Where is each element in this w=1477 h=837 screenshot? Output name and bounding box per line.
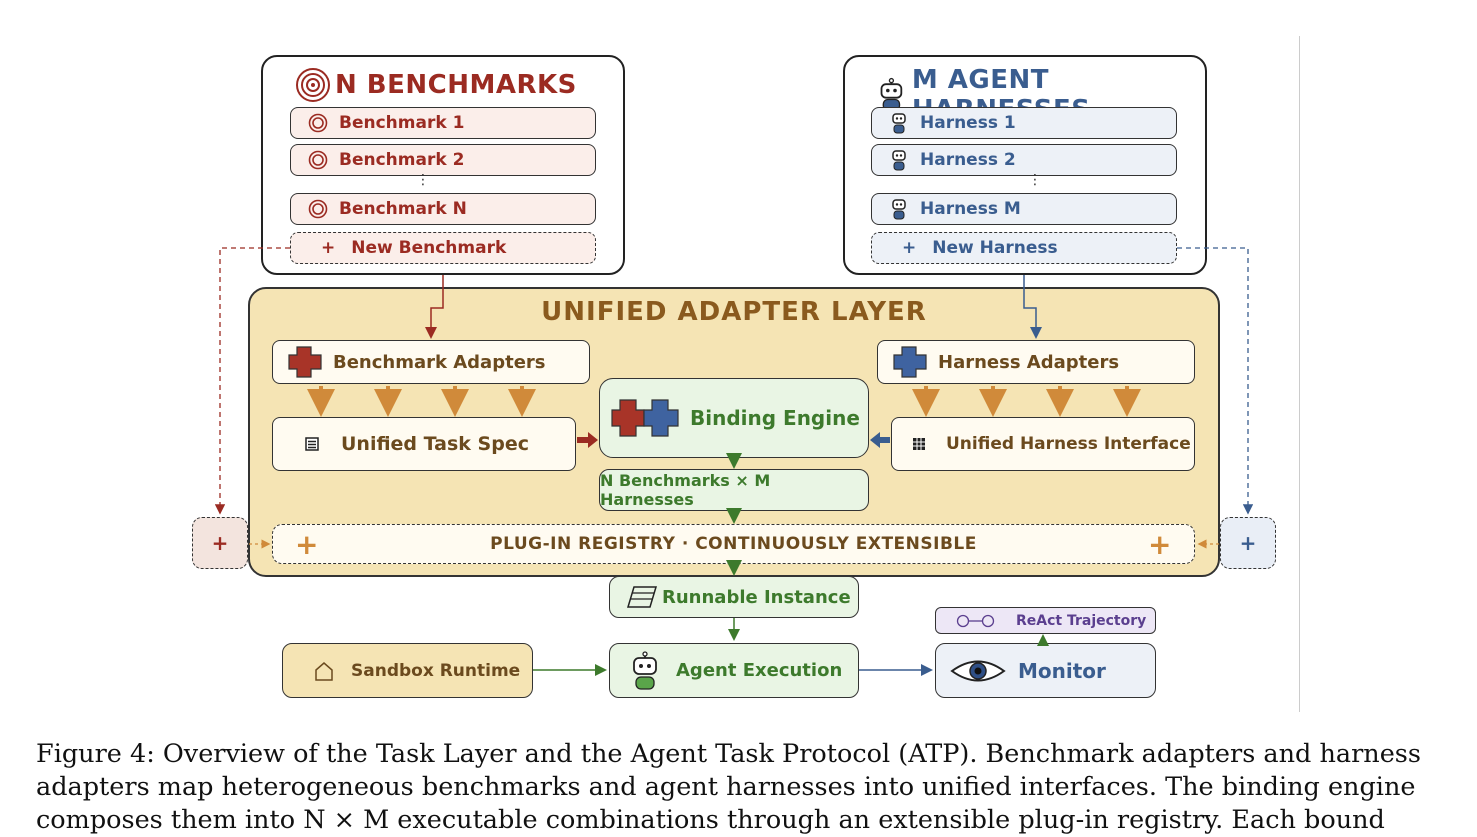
- new-benchmark-label: New Benchmark: [351, 238, 507, 258]
- caption-line: Figure 4: Overview of the Task Layer and…: [36, 739, 1421, 769]
- benchmark-label: Benchmark N: [339, 199, 467, 219]
- figure-caption: Figure 4: Overview of the Task Layer and…: [36, 738, 1441, 837]
- new-benchmark-path: [214, 247, 290, 515]
- robot-icon: [888, 148, 910, 172]
- benchmark-plugin-slot[interactable]: +: [192, 517, 248, 569]
- benchmark-adapter-arrows: [307, 386, 536, 417]
- benchmark-item[interactable]: Benchmark 2: [290, 144, 596, 176]
- chain-icon: [956, 614, 995, 627]
- benchmark-label: Benchmark 2: [339, 150, 465, 170]
- page-margin-rule: [1299, 36, 1300, 712]
- sandbox-runtime-label: Sandbox Runtime: [351, 660, 521, 681]
- target-icon: [307, 113, 329, 133]
- puzzle-icon: [288, 346, 322, 378]
- plus-icon: +: [211, 531, 229, 555]
- harnesses-ellipsis: ⋮: [1028, 172, 1042, 188]
- agent-execution[interactable]: Agent Execution: [609, 643, 859, 698]
- benchmark-label: Benchmark 1: [339, 113, 465, 133]
- react-trajectory[interactable]: ReAct Trajectory: [935, 607, 1156, 634]
- new-benchmark-button[interactable]: + New Benchmark: [290, 232, 596, 264]
- harness-label: Harness M: [920, 199, 1021, 219]
- unified-task-spec[interactable]: Unified Task Spec: [272, 417, 576, 471]
- runnable-instance[interactable]: Runnable Instance: [609, 576, 859, 618]
- plus-icon: +: [1148, 527, 1172, 561]
- house-icon: [315, 661, 333, 681]
- agent-execution-label: Agent Execution: [676, 660, 843, 681]
- caption-line: composes them into N × M executable comb…: [36, 805, 1385, 835]
- robot-icon: [633, 650, 657, 690]
- grid-icon: [913, 438, 925, 450]
- react-trajectory-label: ReAct Trajectory: [1016, 612, 1147, 629]
- harness-adapters-label: Harness Adapters: [938, 351, 1120, 373]
- monitor-label: Monitor: [1018, 658, 1106, 683]
- unified-harness-interface-label: Unified Harness Interface: [946, 434, 1191, 454]
- plugin-registry[interactable]: + PLUG-IN REGISTRY · CONTINUOUSLY EXTENS…: [272, 524, 1195, 564]
- sandbox-runtime[interactable]: Sandbox Runtime: [282, 643, 533, 698]
- plus-icon: +: [321, 238, 336, 258]
- monitor[interactable]: Monitor: [935, 643, 1156, 698]
- eye-icon: [950, 660, 1006, 681]
- harness-label: Harness 1: [920, 113, 1016, 133]
- combinations-label: N Benchmarks × M Harnesses: [600, 471, 771, 509]
- harness-adapters[interactable]: Harness Adapters: [877, 340, 1195, 384]
- caption-line: adapters map heterogeneous benchmarks an…: [36, 772, 1416, 802]
- binding-engine-label: Binding Engine: [690, 406, 860, 430]
- benchmark-adapters-label: Benchmark Adapters: [333, 351, 546, 373]
- new-harness-path: [1177, 247, 1254, 515]
- harness-item[interactable]: Harness M: [871, 193, 1177, 225]
- puzzle-icon: [893, 346, 927, 378]
- new-harness-button[interactable]: + New Harness: [871, 232, 1177, 264]
- target-icon: [296, 68, 330, 102]
- plus-icon: +: [902, 238, 917, 258]
- benchmark-adapters[interactable]: Benchmark Adapters: [272, 340, 590, 384]
- document-icon: [305, 437, 319, 451]
- layer-title: UNIFIED ADAPTER LAYER: [541, 297, 927, 327]
- harness-plugin-slot[interactable]: +: [1220, 517, 1276, 569]
- harness-adapter-arrows: [912, 386, 1141, 417]
- harness-item[interactable]: Harness 2: [871, 144, 1177, 176]
- target-icon: [307, 150, 329, 170]
- plus-icon: +: [1239, 531, 1257, 555]
- runnable-instance-label: Runnable Instance: [662, 586, 851, 608]
- binding-engine[interactable]: Binding Engine: [599, 378, 869, 458]
- robot-icon: [888, 197, 910, 221]
- unified-task-spec-label: Unified Task Spec: [341, 433, 529, 455]
- plugin-registry-label: PLUG-IN REGISTRY · CONTINUOUSLY EXTENSIB…: [490, 534, 977, 554]
- benchmarks-title: N BENCHMARKS: [335, 70, 577, 100]
- target-icon: [307, 199, 329, 219]
- benchmark-item[interactable]: Benchmark N: [290, 193, 596, 225]
- harness-item[interactable]: Harness 1: [871, 107, 1177, 139]
- new-harness-label: New Harness: [932, 238, 1058, 258]
- puzzle-icon: [611, 399, 679, 437]
- robot-icon: [888, 111, 910, 135]
- benchmarks-ellipsis: ⋮: [416, 172, 430, 188]
- unified-harness-interface[interactable]: Unified Harness Interface: [891, 417, 1195, 471]
- benchmark-item[interactable]: Benchmark 1: [290, 107, 596, 139]
- plus-icon: +: [295, 527, 319, 561]
- layers-icon: [626, 586, 658, 608]
- harnesses-to-adapters-arrow: [1023, 275, 1042, 339]
- harness-label: Harness 2: [920, 150, 1016, 170]
- benchmarks-to-adapters-arrow: [425, 275, 444, 339]
